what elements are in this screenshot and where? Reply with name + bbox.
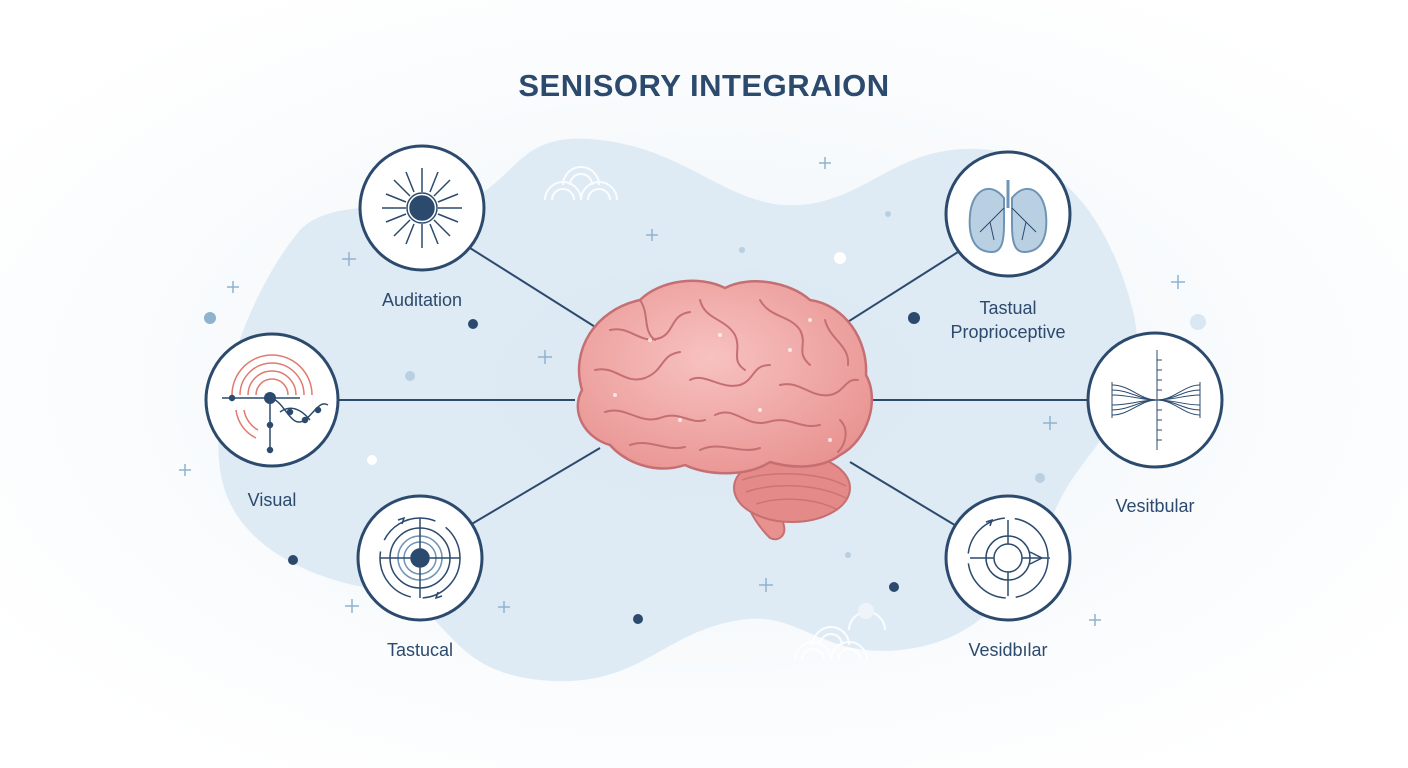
node-vesitbular bbox=[1086, 331, 1224, 469]
concentric-waves-icon bbox=[222, 354, 329, 454]
label-tastucal: Tastucal bbox=[386, 640, 454, 660]
connector-auditation bbox=[469, 247, 601, 331]
wave-pattern-bottom bbox=[794, 611, 886, 661]
diagram-title: SENISORY INTEGRAION bbox=[518, 68, 890, 103]
cerebrum bbox=[576, 279, 874, 475]
node-visual bbox=[204, 332, 340, 468]
wave-pattern-top bbox=[544, 166, 618, 201]
connector-tastucal bbox=[469, 447, 601, 526]
label-visual: Visual bbox=[247, 490, 297, 510]
decorative-plus-marks bbox=[179, 157, 1185, 626]
label-vesidbilar: Vesidbılar bbox=[968, 640, 1048, 660]
brain-icon bbox=[576, 279, 874, 541]
label-auditation: Auditation bbox=[381, 290, 463, 310]
lungs-icon bbox=[968, 180, 1048, 254]
connector-tastual-proprioceptive bbox=[834, 251, 959, 331]
label-vesitbular: Vesitbular bbox=[1115, 496, 1195, 516]
target-rings-icon bbox=[379, 516, 461, 600]
radiating-sun-icon bbox=[382, 168, 462, 248]
node-vesidbilar bbox=[944, 494, 1072, 622]
label-tastual-proprioceptive: Tastual Proprioceptive bbox=[950, 298, 1066, 342]
node-auditation bbox=[358, 144, 486, 272]
crosshair-icon bbox=[967, 517, 1050, 599]
node-tastual-proprioceptive bbox=[944, 150, 1072, 278]
connector-vesidbilar bbox=[849, 461, 959, 528]
decorative-dots bbox=[204, 211, 1206, 624]
fiber-bundle-icon bbox=[1111, 350, 1201, 450]
node-tastucal bbox=[356, 494, 484, 622]
connector-lines bbox=[338, 247, 1090, 528]
brain-folds bbox=[594, 299, 859, 453]
